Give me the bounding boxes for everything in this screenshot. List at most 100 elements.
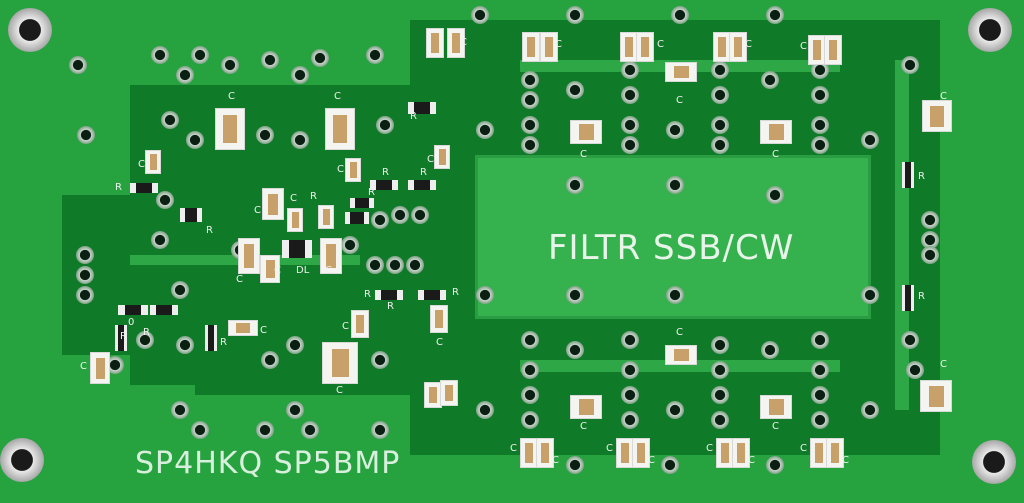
capacitor-body xyxy=(429,386,437,404)
capacitor xyxy=(540,32,558,62)
via-hole xyxy=(901,331,919,349)
via-hole xyxy=(176,66,194,84)
resistor-body xyxy=(124,305,142,315)
capacitor xyxy=(760,120,792,144)
capacitor-body xyxy=(930,105,944,127)
resistor xyxy=(418,290,446,300)
capacitor-body xyxy=(737,443,745,463)
resistor-silkscreen-label: R xyxy=(206,225,213,236)
capacitor xyxy=(287,208,303,232)
capacitor xyxy=(922,100,952,132)
via-hole xyxy=(811,361,829,379)
via-hole xyxy=(301,421,319,439)
capacitor-body xyxy=(928,385,944,407)
via-hole xyxy=(341,236,359,254)
via-hole xyxy=(176,336,194,354)
resistor-silkscreen-label: R xyxy=(310,191,317,202)
capacitor-body xyxy=(578,124,594,140)
capacitor-silkscreen-label: C xyxy=(580,149,587,160)
capacitor-silkscreen-label: C xyxy=(337,164,344,175)
via-hole xyxy=(171,401,189,419)
resistor-body xyxy=(288,240,306,258)
capacitor-body xyxy=(435,309,443,329)
capacitor xyxy=(716,438,734,468)
via-hole xyxy=(761,341,779,359)
capacitor xyxy=(318,205,334,229)
capacitor-body xyxy=(637,443,645,463)
via-hole xyxy=(391,206,409,224)
resistor xyxy=(408,180,436,190)
capacitor xyxy=(430,305,448,333)
resistor-body xyxy=(156,305,172,315)
resistor xyxy=(350,198,374,208)
capacitor-silkscreen-label: C xyxy=(657,39,664,50)
via-hole xyxy=(366,256,384,274)
capacitor-body xyxy=(431,33,439,53)
resistor-silkscreen-label: R xyxy=(420,167,427,178)
via-hole xyxy=(406,256,424,274)
capacitor-body xyxy=(331,349,349,377)
via-hole xyxy=(811,386,829,404)
via-hole xyxy=(811,331,829,349)
trace xyxy=(895,60,909,410)
capacitor-silkscreen-label: C xyxy=(772,149,779,160)
capacitor-body xyxy=(621,443,629,463)
resistor xyxy=(130,183,158,193)
via-hole xyxy=(476,401,494,419)
ground-plane-lower xyxy=(195,300,445,395)
via-hole xyxy=(76,246,94,264)
resistor-silkscreen-label: R xyxy=(143,327,150,338)
capacitor-silkscreen-label: C xyxy=(138,159,145,170)
capacitor xyxy=(440,380,458,406)
mounting-hole xyxy=(8,8,52,52)
via-hole xyxy=(811,86,829,104)
via-hole xyxy=(711,411,729,429)
resistor-body xyxy=(381,290,397,300)
capacitor xyxy=(826,438,844,468)
capacitor xyxy=(447,28,465,58)
capacitor-body xyxy=(813,40,821,60)
via-hole xyxy=(69,56,87,74)
capacitor-silkscreen-label: C xyxy=(334,91,341,102)
via-hole xyxy=(766,456,784,474)
resistor xyxy=(902,162,914,188)
capacitor-body xyxy=(718,37,726,57)
capacitor-body xyxy=(831,443,839,463)
via-hole xyxy=(711,336,729,354)
capacitor-silkscreen-label: C xyxy=(745,39,752,50)
via-hole xyxy=(621,116,639,134)
resistor xyxy=(408,102,436,114)
via-hole xyxy=(76,286,94,304)
via-hole xyxy=(921,211,939,229)
via-hole xyxy=(566,176,584,194)
capacitor xyxy=(260,255,280,283)
via-hole xyxy=(521,361,539,379)
capacitor xyxy=(824,35,842,65)
capacitor-silkscreen-label: C xyxy=(800,41,807,52)
capacitor xyxy=(636,32,654,62)
via-hole xyxy=(811,136,829,154)
resistor xyxy=(902,285,914,311)
capacitor xyxy=(145,150,161,174)
capacitor-body xyxy=(438,149,446,165)
resistor-body xyxy=(904,162,912,188)
capacitor-body xyxy=(244,244,254,268)
mounting-hole xyxy=(968,8,1012,52)
via-hole xyxy=(191,46,209,64)
capacitor-body xyxy=(95,357,105,379)
via-hole xyxy=(621,136,639,154)
via-hole xyxy=(371,211,389,229)
via-hole xyxy=(766,6,784,24)
via-hole xyxy=(471,6,489,24)
via-hole xyxy=(566,286,584,304)
capacitor-silkscreen-label: C xyxy=(236,274,243,285)
capacitor xyxy=(351,310,369,338)
resistor-silkscreen-label: R xyxy=(918,171,925,182)
via-hole xyxy=(811,116,829,134)
capacitor-body xyxy=(673,65,689,79)
capacitor xyxy=(536,438,554,468)
via-hole xyxy=(566,341,584,359)
via-hole xyxy=(161,111,179,129)
capacitor-body xyxy=(326,244,336,268)
capacitor xyxy=(228,320,258,336)
